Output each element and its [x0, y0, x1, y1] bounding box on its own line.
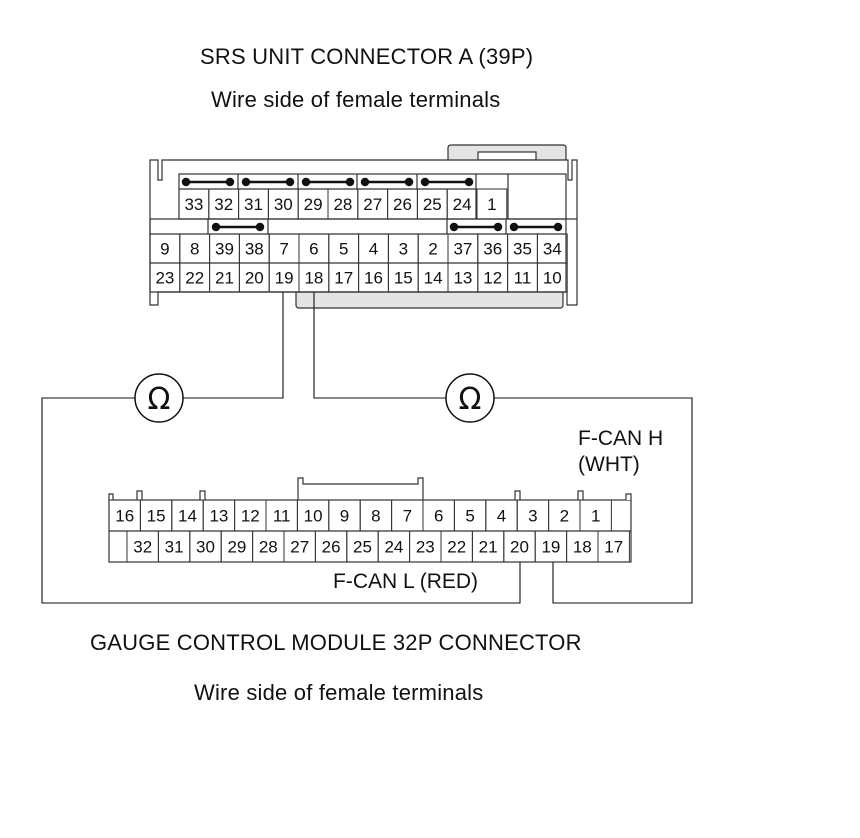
- srs-connector-subtitle: Wire side of female terminals: [211, 87, 501, 112]
- meter-wiring: [41, 292, 693, 604]
- srs-pin-36: 36: [483, 240, 502, 259]
- srs-pin-21: 21: [215, 269, 234, 288]
- srs-pin-39: 39: [215, 240, 234, 259]
- srs-pin-13: 13: [453, 269, 472, 288]
- gauge-pin-3: 3: [528, 507, 537, 526]
- gauge-pin-22: 22: [447, 538, 466, 557]
- srs-shorting-bars: [181, 177, 563, 232]
- srs-pin-16: 16: [364, 269, 383, 288]
- srs-pin-6: 6: [309, 240, 318, 259]
- gauge-connector-title: GAUGE CONTROL MODULE 32P CONNECTOR: [90, 630, 582, 655]
- gauge-pin-23: 23: [416, 538, 435, 557]
- srs-pin-31: 31: [244, 195, 263, 214]
- fcan-h-label: F-CAN H: [578, 427, 663, 450]
- srs-pin-37: 37: [453, 240, 472, 259]
- srs-pin-3: 3: [399, 240, 408, 259]
- srs-pin-27: 27: [363, 195, 382, 214]
- ohm-symbol-left: Ω: [148, 382, 171, 417]
- srs-pin-15: 15: [394, 269, 413, 288]
- srs-pin-18: 18: [304, 269, 323, 288]
- gauge-pin-19: 19: [541, 538, 560, 557]
- srs-pin-11: 11: [514, 269, 532, 288]
- gauge-pin-16: 16: [115, 507, 134, 526]
- srs-pin-9: 9: [160, 240, 169, 259]
- gauge-pin-18: 18: [573, 538, 592, 557]
- gauge-pin-8: 8: [371, 507, 380, 526]
- gauge-pin-4: 4: [497, 507, 506, 526]
- gauge-pin-26: 26: [322, 538, 341, 557]
- srs-pin-5: 5: [339, 240, 348, 259]
- gauge-pin-29: 29: [227, 538, 246, 557]
- ohmmeter-left: Ω: [134, 373, 184, 423]
- gauge-pin-27: 27: [290, 538, 309, 557]
- ohm-symbol-right: Ω: [459, 382, 482, 417]
- srs-pin-30: 30: [274, 195, 293, 214]
- srs-pin-8: 8: [190, 240, 199, 259]
- srs-pin-29: 29: [304, 195, 323, 214]
- gauge-pin-10: 10: [304, 507, 323, 526]
- gauge-pin-13: 13: [209, 507, 228, 526]
- gauge-pin-17-cell: [597, 530, 630, 563]
- srs-pin-4: 4: [369, 240, 378, 259]
- srs-pin-25: 25: [423, 195, 442, 214]
- gauge-pin-2: 2: [560, 507, 569, 526]
- srs-pin-22: 22: [185, 269, 204, 288]
- gauge-connector-subtitle: Wire side of female terminals: [194, 680, 484, 705]
- srs-pin-19: 19: [275, 269, 294, 288]
- gauge-pin-11: 11: [273, 507, 291, 526]
- gauge-pin-17: 17: [604, 538, 623, 557]
- srs-pin-17: 17: [334, 269, 353, 288]
- gauge-pin-25: 25: [353, 538, 372, 557]
- srs-pin-24: 24: [453, 195, 472, 214]
- gauge-pin-20: 20: [510, 538, 529, 557]
- srs-pin-26: 26: [393, 195, 412, 214]
- gauge-pin-15: 15: [147, 507, 166, 526]
- srs-connector-title: SRS UNIT CONNECTOR A (39P): [200, 44, 534, 69]
- srs-pin-28: 28: [333, 195, 352, 214]
- gauge-pin-14: 14: [178, 507, 197, 526]
- srs-pin-34: 34: [543, 240, 562, 259]
- gauge-pin-32: 32: [133, 538, 152, 557]
- fcan-l-label: F-CAN L (RED): [333, 570, 478, 593]
- srs-pin-20: 20: [245, 269, 264, 288]
- srs-pin-14: 14: [424, 269, 443, 288]
- gauge-pin-24: 24: [384, 538, 403, 557]
- srs-pin-32: 32: [214, 195, 233, 214]
- srs-pin-10-cell: [536, 262, 568, 293]
- gauge-pin-30: 30: [196, 538, 215, 557]
- gauge-pin-7: 7: [403, 507, 412, 526]
- gauge-pin-21: 21: [479, 538, 498, 557]
- gauge-pin-31: 31: [165, 538, 184, 557]
- gauge-pin-6: 6: [434, 507, 443, 526]
- gauge-pin-12: 12: [241, 507, 260, 526]
- srs-pin-7: 7: [279, 240, 288, 259]
- fcan-h-color-label: (WHT): [578, 453, 640, 476]
- srs-pin-33: 33: [184, 195, 203, 214]
- srs-pin-1: 1: [487, 195, 496, 214]
- ohmmeter-right: Ω: [445, 373, 495, 423]
- srs-pin-35: 35: [513, 240, 532, 259]
- srs-pin-38: 38: [245, 240, 264, 259]
- srs-pin-23: 23: [155, 269, 174, 288]
- gauge-pin-9: 9: [340, 507, 349, 526]
- gauge-pin-5: 5: [465, 507, 474, 526]
- gauge-pin-1: 1: [591, 507, 600, 526]
- gauge-pin-28: 28: [259, 538, 278, 557]
- srs-pin-10: 10: [543, 269, 562, 288]
- srs-pin-2: 2: [428, 240, 437, 259]
- srs-pin-12: 12: [483, 269, 502, 288]
- srs-pin-1-cell: [476, 188, 508, 220]
